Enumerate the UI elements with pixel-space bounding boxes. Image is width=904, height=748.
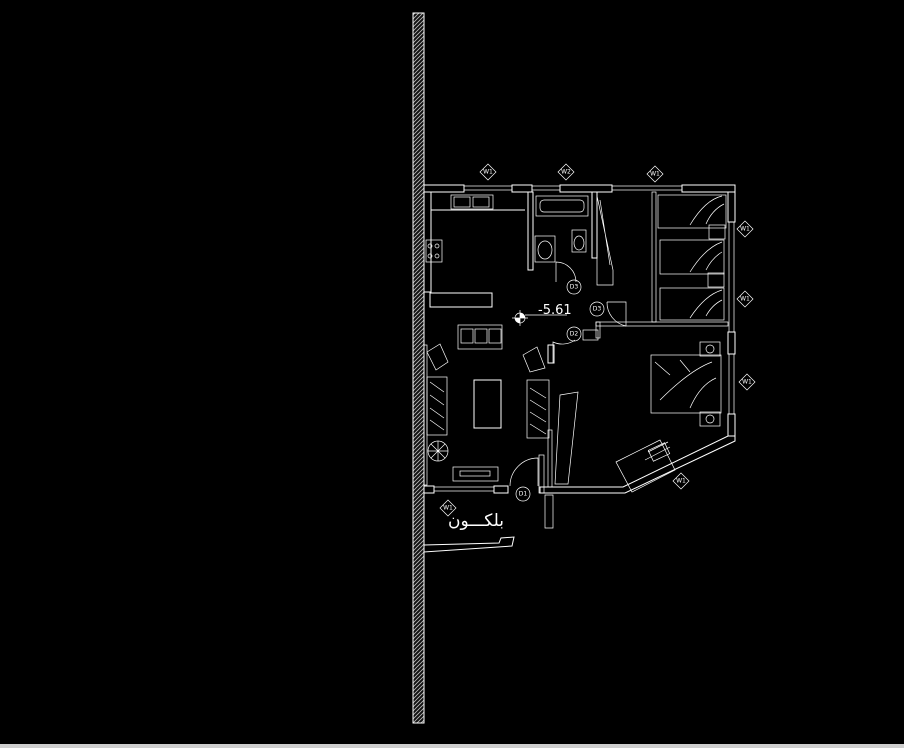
window-tag-text: W1 xyxy=(676,478,686,485)
level-text: -5.61 xyxy=(538,303,572,318)
window-tag-top-center: W2 xyxy=(557,163,575,181)
window-tag-right-1: W1 xyxy=(736,220,754,238)
door-tag-d3-bath: D3 xyxy=(566,279,582,295)
door-tag-d3a-text: D3 xyxy=(570,284,579,291)
bathroom-fixtures xyxy=(534,195,614,286)
balcony-label: بلكـــون xyxy=(448,511,504,531)
door-tag-d1-text: D1 xyxy=(519,491,528,498)
window-tag-text: W1 xyxy=(742,379,752,386)
kitchen-counter xyxy=(425,192,525,292)
window-tag-balcony: W1 xyxy=(439,499,457,517)
viewport-bottom-edge xyxy=(0,744,904,748)
door-tag-d3b-text: D3 xyxy=(593,306,602,313)
beds-kids-room xyxy=(657,194,727,321)
door-tag-d3-room: D3 xyxy=(589,301,605,317)
bed-master-room xyxy=(554,341,722,493)
window-tag-top-left: W1 xyxy=(479,163,497,181)
window-tag-top-right: W1 xyxy=(646,165,664,183)
window-tag-bottom-right: W1 xyxy=(672,472,690,490)
door-tag-d2: D2 xyxy=(566,326,582,342)
window-tag-text: W1 xyxy=(650,171,660,178)
window-tag-text: W1 xyxy=(443,505,453,512)
window-tag-right-3: W1 xyxy=(738,373,756,391)
door-swings xyxy=(509,261,627,529)
window-tag-text: W1 xyxy=(740,296,750,303)
window-tag-text: W1 xyxy=(483,169,493,176)
window-tag-right-2: W1 xyxy=(736,290,754,308)
living-room-furniture xyxy=(426,324,550,482)
window-tag-text: W2 xyxy=(561,169,571,176)
door-tag-d2-text: D2 xyxy=(570,331,579,338)
exterior-walls xyxy=(423,184,736,494)
balcony-railing xyxy=(423,536,515,553)
level-marker: -5.61 xyxy=(512,303,572,326)
interior-walls xyxy=(429,191,729,494)
window-tag-text: W1 xyxy=(740,226,750,233)
party-wall xyxy=(412,12,425,724)
door-tag-d1: D1 xyxy=(515,486,531,502)
